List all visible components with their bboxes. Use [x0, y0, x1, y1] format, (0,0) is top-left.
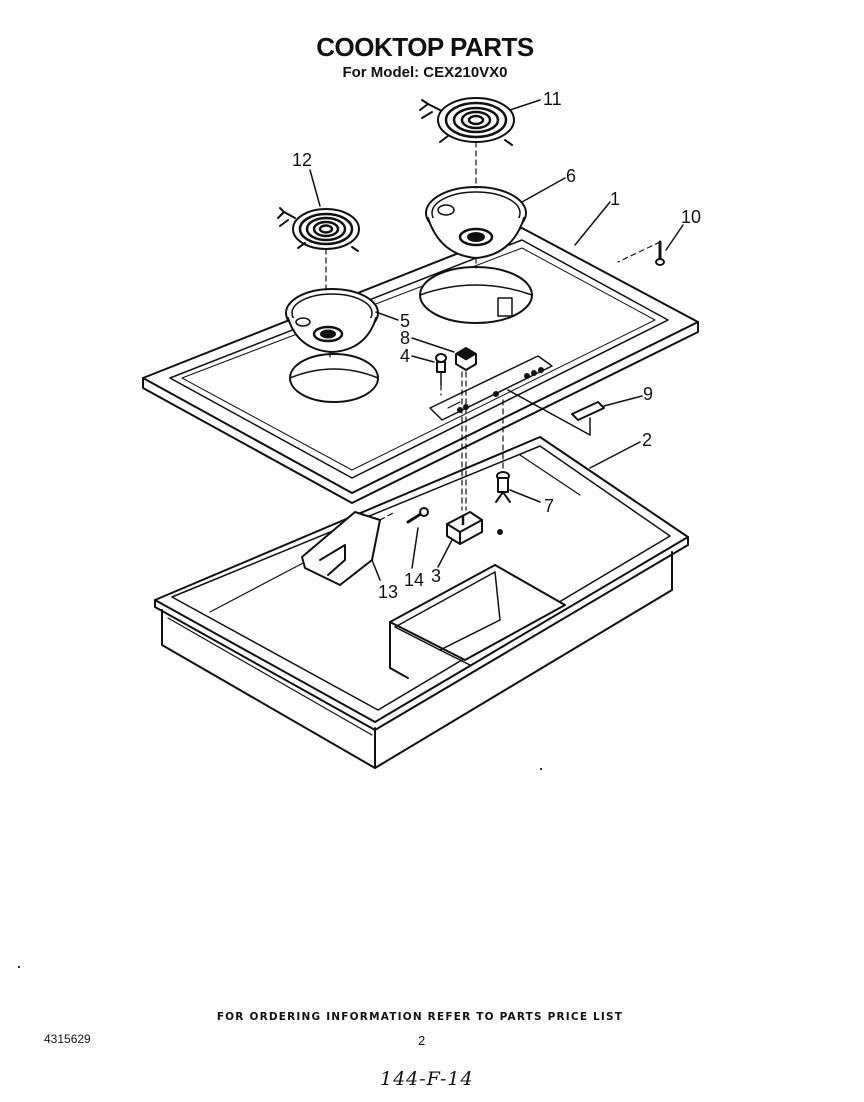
leader-lines	[309, 99, 684, 581]
callout-6: 6	[566, 166, 576, 186]
callout-labels: 1 2 3 4 5 6 7 8 9 10 11 12 13 14	[292, 89, 701, 602]
screw-part-10	[655, 240, 665, 266]
callout-7: 7	[544, 496, 554, 516]
burner-box-floor-line-2	[519, 454, 581, 496]
burner-opening-large	[419, 266, 533, 324]
page-title: COOKTOP PARTS	[316, 32, 534, 62]
cooktop-top-inner-border-2	[181, 247, 656, 471]
callout-5: 5	[400, 311, 410, 331]
box-compartment	[389, 564, 566, 679]
burner-box-wall-right	[374, 551, 673, 769]
ordering-note: FOR ORDERING INFORMATION REFER TO PARTS …	[216, 1011, 624, 1023]
drip-bowl-small-part-5	[285, 288, 379, 353]
compartment-top	[389, 564, 566, 661]
clip-part-4	[435, 353, 447, 386]
burner-box-inner-edge	[167, 617, 373, 736]
switch-plate	[429, 355, 591, 436]
document-number: 4315629	[44, 1032, 91, 1046]
drip-bowl-large-part-6	[425, 186, 527, 259]
receptacle-part-7	[495, 471, 511, 535]
bracket-fold	[319, 544, 346, 576]
stray-mark	[540, 768, 542, 770]
burner-box-wall-left	[161, 609, 376, 769]
cooktop-top-inner-border	[169, 239, 669, 479]
model-subtitle: For Model: CEX210VX0	[342, 64, 508, 81]
page-number: 2	[418, 1033, 426, 1048]
cooktop-top-front-edge	[142, 321, 699, 504]
callout-10: 10	[681, 207, 701, 227]
callout-9: 9	[643, 384, 653, 404]
trim-strip-part-9	[571, 401, 605, 421]
terminal-block-part-3	[446, 511, 483, 545]
callout-11: 11	[543, 89, 562, 109]
handwritten-note: 144-F-14	[380, 1068, 474, 1090]
callout-12: 12	[292, 150, 312, 170]
callout-3: 3	[431, 566, 441, 586]
compartment-inner	[394, 571, 501, 651]
surface-element-small-part-12	[277, 207, 360, 252]
burner-opening-small	[289, 353, 379, 403]
surface-element-large-part-11	[419, 97, 515, 146]
cooktop-top-surface	[142, 227, 699, 494]
compartment-front	[389, 621, 409, 679]
callout-4: 4	[400, 346, 410, 366]
callout-2: 2	[642, 430, 652, 450]
callout-1: 1	[610, 189, 620, 209]
compartment-depth	[439, 649, 471, 666]
callout-8: 8	[400, 328, 410, 348]
alignment-lines	[325, 141, 661, 521]
switch-knob-part-8	[455, 347, 477, 371]
burner-box-flange-inner	[171, 445, 671, 711]
callout-13: 13	[378, 582, 398, 602]
callout-14: 14	[404, 570, 424, 590]
screw-part-14	[406, 507, 429, 524]
burner-box-floor-line	[209, 561, 306, 613]
stray-mark	[18, 966, 20, 968]
cooktop-top	[142, 227, 699, 504]
burner-box	[154, 436, 689, 769]
